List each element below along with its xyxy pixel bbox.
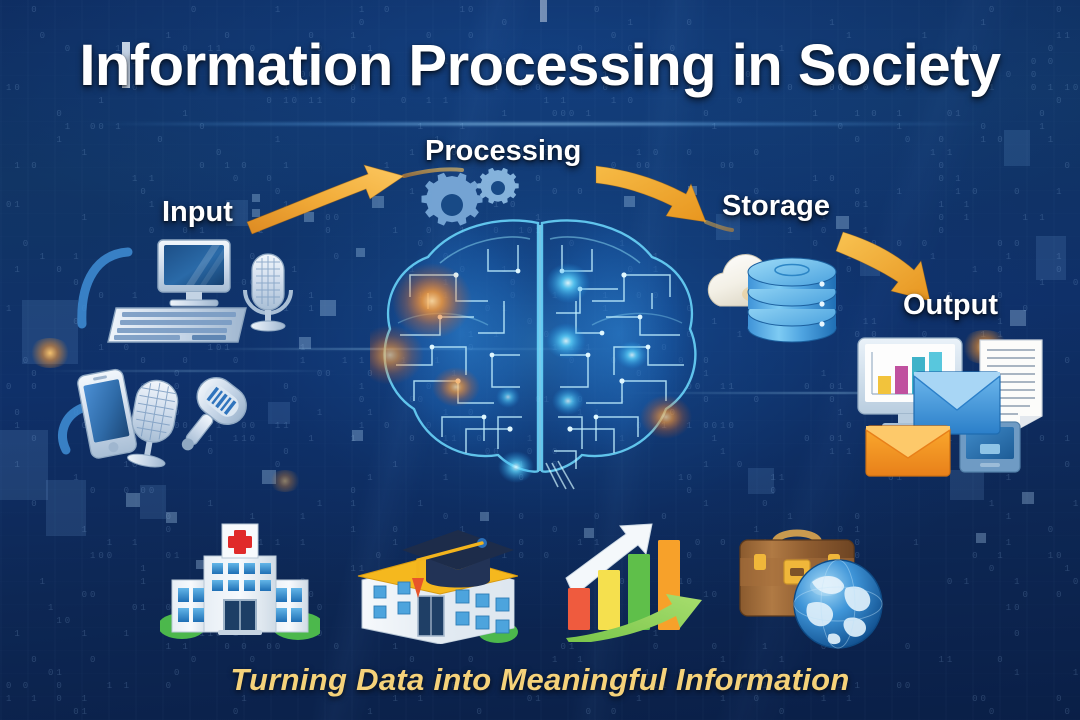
smartphone-icon bbox=[77, 368, 137, 459]
keyboard-icon bbox=[107, 307, 247, 343]
decor-square bbox=[356, 248, 365, 257]
processing-gears bbox=[418, 168, 524, 234]
globe-icon bbox=[790, 556, 886, 652]
decor-square bbox=[304, 212, 314, 222]
tagline: Turning Data into Meaningful Information bbox=[230, 662, 850, 697]
decor-square bbox=[196, 560, 205, 569]
decor-square bbox=[268, 402, 290, 424]
database-cylinder-icon bbox=[747, 257, 837, 343]
step-label-processing: Processing bbox=[425, 135, 582, 167]
decor-square bbox=[252, 209, 260, 217]
hospital-icon bbox=[160, 518, 320, 643]
decor-light-streak bbox=[620, 392, 1040, 394]
graduation-cap-icon bbox=[402, 530, 514, 598]
studio-microphone-icon bbox=[126, 379, 179, 468]
decor-square bbox=[976, 533, 986, 543]
decor-square bbox=[252, 224, 260, 232]
decor-square bbox=[226, 200, 248, 226]
decor-bright-bar bbox=[540, 0, 547, 22]
decor-square bbox=[480, 512, 489, 521]
decor-glow-point bbox=[268, 470, 302, 492]
decor-square bbox=[860, 252, 880, 276]
storage-icons-group bbox=[702, 232, 842, 350]
decor-square bbox=[140, 485, 166, 519]
decor-square bbox=[1004, 130, 1030, 166]
decor-square bbox=[1022, 492, 1034, 504]
output-icons-group bbox=[852, 332, 1072, 480]
orange-envelope-icon bbox=[865, 425, 951, 477]
step-label-input: Input bbox=[162, 196, 233, 228]
decor-square bbox=[352, 430, 363, 441]
decor-light-streak bbox=[40, 370, 340, 372]
desktop-monitor-icon bbox=[157, 239, 231, 307]
blue-envelope-icon bbox=[913, 371, 1001, 435]
growth-chart-bars bbox=[568, 540, 680, 630]
decor-square bbox=[46, 480, 86, 536]
school-icon bbox=[348, 524, 518, 644]
decor-glow-point bbox=[28, 338, 72, 368]
input-devices-cluster bbox=[40, 232, 310, 472]
decor-square bbox=[252, 194, 260, 202]
step-label-storage: Storage bbox=[722, 190, 830, 222]
page-title: Information Processing in Society bbox=[79, 33, 1001, 98]
decor-square bbox=[1010, 310, 1026, 326]
decor-bright-bar bbox=[122, 42, 130, 88]
decor-square bbox=[836, 216, 849, 229]
decor-square bbox=[166, 512, 177, 523]
microphone-icon bbox=[243, 253, 293, 332]
decor-square bbox=[126, 493, 140, 507]
decor-square bbox=[320, 300, 336, 316]
decor-square bbox=[299, 337, 311, 349]
decor-square bbox=[950, 470, 984, 500]
title-underglow bbox=[96, 122, 984, 126]
barcode-scanner-icon bbox=[181, 377, 247, 451]
decor-square bbox=[688, 186, 697, 195]
decor-square bbox=[584, 528, 594, 538]
growth-chart-icon bbox=[560, 512, 710, 642]
step-label-output: Output bbox=[903, 289, 999, 321]
decor-square bbox=[748, 468, 774, 494]
decor-square bbox=[0, 430, 48, 500]
circuit-brain-icon bbox=[370, 205, 710, 490]
decor-square bbox=[1036, 236, 1066, 280]
